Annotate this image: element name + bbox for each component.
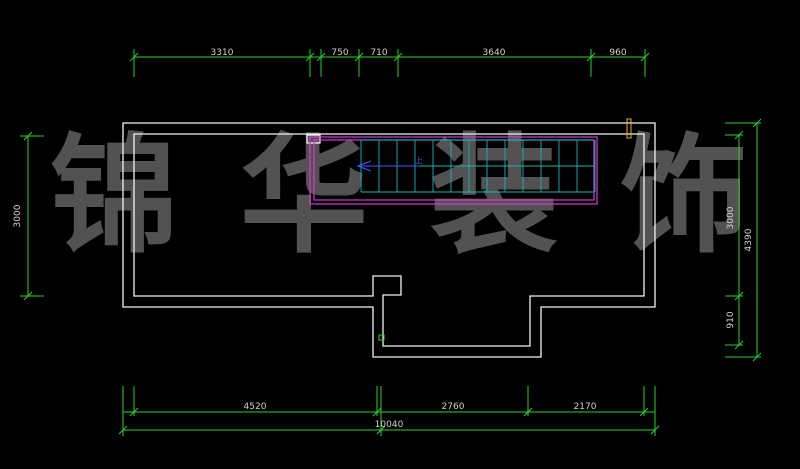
- dim-top-3310: 3310: [211, 48, 234, 58]
- dim-right-tick-1: [734, 130, 744, 140]
- stair-up-label: 上: [415, 156, 423, 165]
- watermark-char-2: 华: [240, 121, 368, 271]
- dim-top-ticks: [129, 49, 650, 77]
- dim-left-tick-top: [23, 131, 33, 141]
- watermark-char-3: 装: [430, 121, 558, 271]
- dim-bottom-2760: 2760: [442, 402, 465, 412]
- stair-rail-outline: [309, 136, 598, 205]
- dim-right-3000: 3000: [726, 206, 736, 229]
- dim-right-910: 910: [726, 311, 736, 328]
- watermark-char-4: 饰: [620, 121, 748, 271]
- watermark-char-1: 锦: [50, 121, 178, 271]
- dim-left-3000: 3000: [13, 204, 23, 227]
- door-marker: [626, 118, 632, 139]
- dim-top-710: 710: [370, 48, 387, 58]
- dim-bottom-total-10040: 10040: [375, 420, 404, 430]
- dim-right-tick-2: [734, 291, 744, 301]
- dim-right-total-4390: 4390: [744, 228, 754, 251]
- inner-wall-outline: [133, 133, 645, 347]
- small-green-marker: [378, 334, 385, 341]
- dimension-left: 3000: [13, 131, 44, 301]
- dim-bottom-4520: 4520: [244, 402, 267, 412]
- dim-top-750: 750: [331, 48, 348, 58]
- dim-bottom-ticks: [118, 386, 660, 436]
- dimension-right: 3000 910 4390: [725, 118, 762, 362]
- dim-right-tick-5: [752, 352, 762, 362]
- dim-right-tick-3: [734, 340, 744, 350]
- outer-wall-outline: [122, 122, 656, 358]
- dim-right-tick-4: [752, 118, 762, 128]
- dimension-bottom: 4520 2760 2170 10040: [118, 386, 660, 436]
- dim-top-960: 960: [609, 48, 626, 58]
- watermark: 锦 华 装 饰: [50, 121, 748, 271]
- dimension-top: 3310 750 710 3640 960: [129, 48, 650, 77]
- dim-top-3640: 3640: [483, 48, 506, 58]
- dim-bottom-2170: 2170: [574, 402, 597, 412]
- dim-left-tick-bottom: [23, 291, 33, 301]
- walls: [122, 118, 656, 358]
- stair: 上: [309, 136, 598, 205]
